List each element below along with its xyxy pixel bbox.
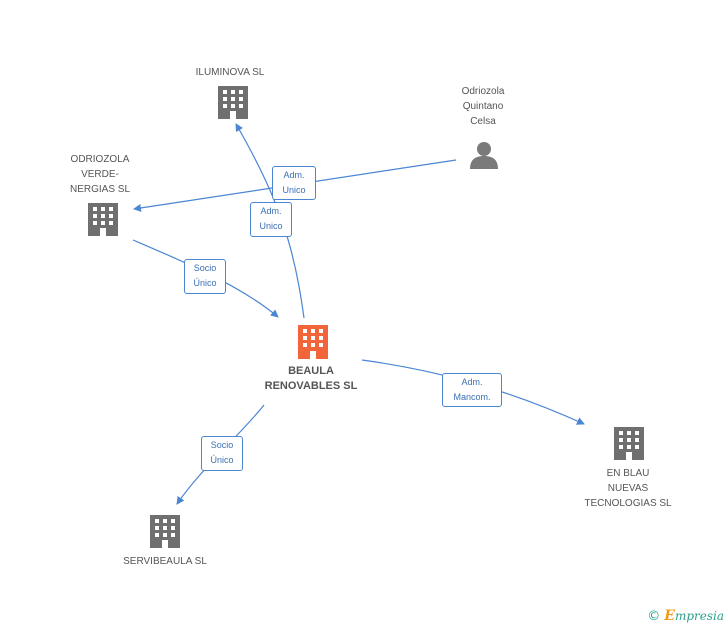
node-label-en-blau[interactable]: EN BLAU NUEVAS TECNOLOGIAS SL <box>568 466 688 511</box>
label-line: NERGIAS SL <box>69 184 131 195</box>
edge-label-line: Adm. <box>283 170 305 180</box>
edge-label-celsa-verde: Adm. Unico <box>272 166 316 200</box>
edge-label-beaula-enblau: Adm. Mancom. <box>442 373 502 407</box>
building-icon <box>88 203 118 236</box>
label-line: Quintano <box>462 101 504 112</box>
edge-label-line: Unico <box>259 221 283 231</box>
label-line: Odriozola <box>461 86 505 97</box>
edge-label-line: Adm. <box>260 206 282 216</box>
copyright-icon: © <box>647 609 661 624</box>
label-line: Celsa <box>470 116 496 127</box>
edge-label-verde-beaula: Socio Único <box>184 259 226 294</box>
person-icon <box>470 142 498 169</box>
empresia-logo: ©Empresia <box>647 608 724 624</box>
edge-label-line: Único <box>210 455 234 465</box>
node-label-iluminova[interactable]: ILUMINOVA SL <box>195 67 265 78</box>
edge-label-beaula-iluminova: Adm. Unico <box>250 202 292 237</box>
label-line: EN BLAU <box>606 468 650 479</box>
edge-label-line: Socio <box>193 263 217 273</box>
main-building-icon <box>298 325 328 359</box>
node-label-servibeaula[interactable]: SERVIBEAULA SL <box>123 556 207 567</box>
label-line: ODRIOZOLA <box>70 154 130 165</box>
edge-label-line: Mancom. <box>453 392 491 402</box>
label-line: NUEVAS <box>607 483 649 494</box>
node-label-beaula-renovables[interactable]: BEAULA RENOVABLES SL <box>241 364 381 394</box>
brand-name: mpresia <box>674 609 724 623</box>
brand-e: E <box>664 608 675 624</box>
edge-label-line: Adm. <box>461 377 483 387</box>
node-label-odriozola-celsa[interactable]: Odriozola Quintano Celsa <box>438 84 528 129</box>
building-icon <box>218 86 248 119</box>
label-line: BEAULA <box>288 365 334 377</box>
edge-label-line: Unico <box>282 185 306 195</box>
label-line: VERDE- <box>81 169 119 180</box>
label-line: RENOVABLES SL <box>264 380 358 392</box>
edge-label-beaula-servibeaula: Socio Único <box>201 436 243 471</box>
label-line: TECNOLOGIAS SL <box>584 498 672 509</box>
building-icon <box>614 427 644 460</box>
edge-label-line: Único <box>193 278 217 288</box>
edge-label-line: Socio <box>210 440 234 450</box>
node-label-odriozola-verdenergias[interactable]: ODRIOZOLA VERDE- NERGIAS SL <box>50 152 150 197</box>
building-icon <box>150 515 180 548</box>
